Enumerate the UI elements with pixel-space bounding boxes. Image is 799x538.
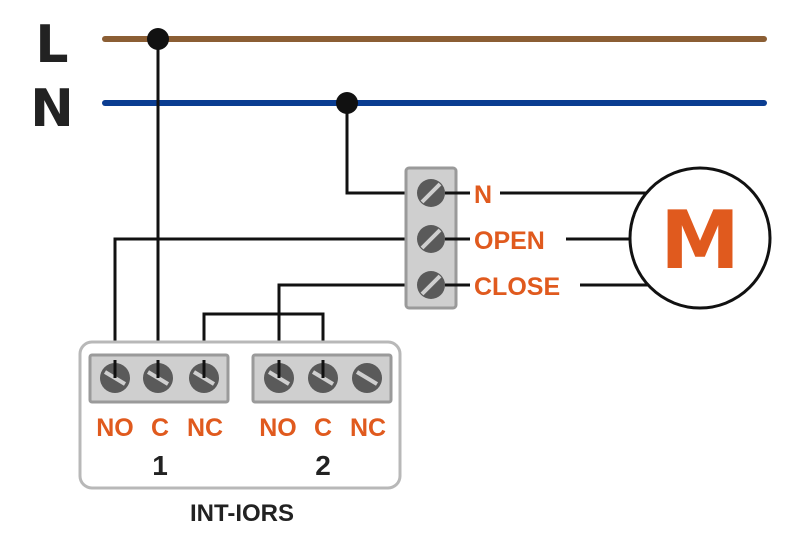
- relay1-c-label: C: [151, 414, 169, 442]
- relay2-nc-label: NC: [350, 414, 386, 442]
- relay2-number: 2: [315, 450, 331, 481]
- motor-terminal-n-label: N: [474, 181, 492, 209]
- junction-dot-neutral: [336, 92, 358, 114]
- motor-terminal-open-label: OPEN: [474, 227, 545, 255]
- motor-symbol: [628, 166, 772, 310]
- screw-icon: [417, 271, 445, 299]
- wires: [113, 39, 650, 378]
- junction-dot-live: [147, 28, 169, 50]
- motor-symbol-label: M: [660, 194, 740, 287]
- screw-icon: [417, 225, 445, 253]
- motor-terminal-screws: [417, 179, 445, 299]
- relay1-number: 1: [152, 450, 168, 481]
- relay2-c-label: C: [314, 414, 332, 442]
- relay1-nc-label: NC: [187, 414, 223, 442]
- motor-terminal-close-label: CLOSE: [474, 273, 560, 301]
- neutral-line-label: N: [30, 79, 74, 139]
- live-line-label: L: [35, 15, 68, 75]
- screw-icon: [417, 179, 445, 207]
- relay2-no-label: NO: [259, 414, 297, 442]
- wire-relay1-no-to-open: [113, 237, 470, 378]
- relay1-no-label: NO: [96, 414, 134, 442]
- screw-icon: [352, 363, 382, 393]
- module-name: INT-IORS: [190, 500, 294, 527]
